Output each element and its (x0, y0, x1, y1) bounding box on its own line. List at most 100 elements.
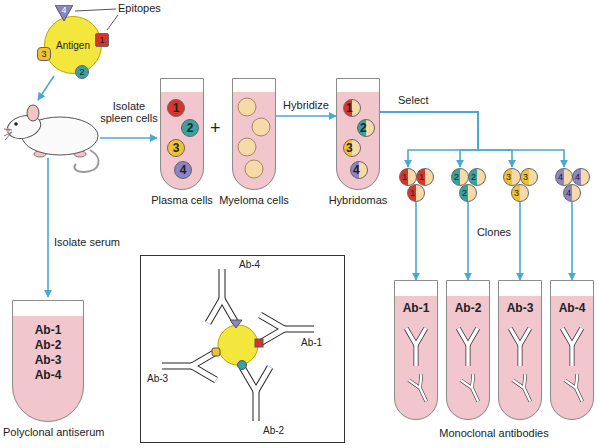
myeloma-cells (252, 118, 270, 136)
node-label: 1 (96, 34, 108, 46)
hybridoma-cell: 2 (357, 119, 375, 137)
tube-liquid (232, 92, 276, 190)
annotation-label: + (210, 118, 221, 139)
epitope-shape (55, 5, 73, 21)
inset-drawing (255, 339, 263, 347)
test-tube: Ab-1Ab-2Ab-3Ab-4Polyclonal antiserum (12, 300, 84, 422)
connector-arrow (380, 112, 478, 167)
node-label: Ab-4 (239, 259, 260, 270)
annotation-label: Select (398, 94, 429, 106)
tube-liquid (160, 92, 204, 190)
node-label: 2 (452, 169, 468, 185)
mouse-illustration (74, 150, 98, 172)
myeloma-cells (238, 138, 256, 156)
node-label: Ab-3 (499, 301, 541, 316)
node-label: Myeloma cells (219, 194, 289, 206)
inset-panel: Ab-4Ab-1Ab-3Ab-2 (140, 255, 345, 443)
leader-line (75, 9, 116, 11)
myeloma-cells (245, 160, 263, 178)
node-label: 3 (512, 185, 528, 201)
plasma-cell: 4 (174, 161, 192, 179)
node-label: Ab-3 (13, 353, 83, 368)
node-label: 1 (168, 100, 184, 116)
inset-drawing (208, 269, 236, 323)
tube-liquid (394, 296, 438, 420)
node-label: 2 (460, 185, 476, 201)
edge-label: Hybridize (281, 99, 331, 111)
test-tube: Myeloma cells (232, 78, 276, 190)
hybridoma-cell: 3 (520, 168, 538, 186)
epitope-marker: 4 (55, 5, 73, 21)
myeloma-cells (238, 98, 270, 178)
node-label: 1 (344, 100, 360, 116)
connector-arrow (519, 202, 521, 280)
process-arrow (100, 137, 157, 139)
inset-drawing (162, 269, 314, 421)
connector-arrow (467, 202, 469, 280)
hybridoma-cell: 4 (350, 161, 368, 179)
antibody-symbol (409, 374, 433, 404)
plasma-cell: 1 (167, 99, 185, 117)
inset-drawing (162, 352, 216, 380)
node-label: 2 (182, 120, 198, 136)
test-tube: Ab-3 (498, 280, 542, 420)
node-label: Ab-1 (13, 323, 83, 338)
tube-liquid (550, 296, 594, 420)
node-label: Ab-4 (13, 368, 83, 383)
leader-line (107, 15, 118, 30)
node-label: 3 (168, 140, 184, 156)
inset-drawing (242, 367, 270, 421)
connector-arrow (415, 202, 417, 280)
connector-arrow (380, 112, 564, 167)
antibody-symbol (513, 374, 537, 404)
process-arrow (38, 76, 54, 100)
node-label: 1 (417, 169, 433, 185)
process-arrow (47, 158, 49, 297)
node-label: Ab-1 (301, 337, 322, 348)
node-label: 3 (521, 169, 537, 185)
node-label: Ab-4 (551, 301, 593, 316)
connector-arrow (571, 202, 573, 280)
myeloma-cells (238, 98, 256, 116)
plasma-cell: 3 (167, 139, 185, 157)
hybridoma-cell: 2 (459, 184, 477, 202)
plasma-cell: 2 (181, 119, 199, 137)
mouse-illustration (4, 105, 99, 172)
annotation-label: Clones (477, 226, 511, 238)
test-tube: Ab-4 (550, 280, 594, 420)
inset-drawing (230, 320, 242, 328)
epitope-marker: 3 (37, 47, 51, 61)
annotation-label: Isolate spleen cells (98, 100, 160, 124)
node-label: 4 (55, 5, 73, 15)
node-label: Polyclonal antiserum (3, 426, 105, 438)
hybridoma-cell: 1 (416, 168, 434, 186)
node-label: 4 (175, 162, 191, 178)
node-label: Ab-3 (147, 373, 168, 384)
antigen-circle: Antigen1234 (44, 16, 102, 74)
epitope-marker: 1 (95, 33, 109, 47)
hybridoma-cell: 3 (343, 139, 361, 157)
antibody-symbol (562, 328, 582, 366)
test-tube: Hybridomas1234 (336, 78, 380, 190)
node-label: 2 (469, 169, 485, 185)
test-tube: Ab-2 (446, 280, 490, 420)
mouse-illustration (14, 122, 18, 126)
node-label: Ab-1 (395, 301, 437, 316)
inset-drawing (218, 325, 258, 365)
annotation-label: Monoclonal antibodies (439, 427, 548, 439)
node-label: 4 (564, 185, 580, 201)
tube-liquid (12, 316, 84, 422)
hybridoma-cell: 1 (343, 99, 361, 117)
node-label: Hybridomas (329, 194, 388, 206)
annotation-label: Epitopes (118, 2, 161, 14)
tube-liquid (12, 92, 594, 422)
connector-arrow (276, 115, 336, 117)
hybridoma-cell: 4 (572, 168, 590, 186)
node-label: 1 (408, 185, 424, 201)
node-label: Plasma cells (151, 194, 213, 206)
hybridoma-cell: 1 (407, 184, 425, 202)
test-tube: Ab-1 (394, 280, 438, 420)
antibody-symbol (406, 328, 426, 366)
inset-drawing (212, 348, 220, 356)
